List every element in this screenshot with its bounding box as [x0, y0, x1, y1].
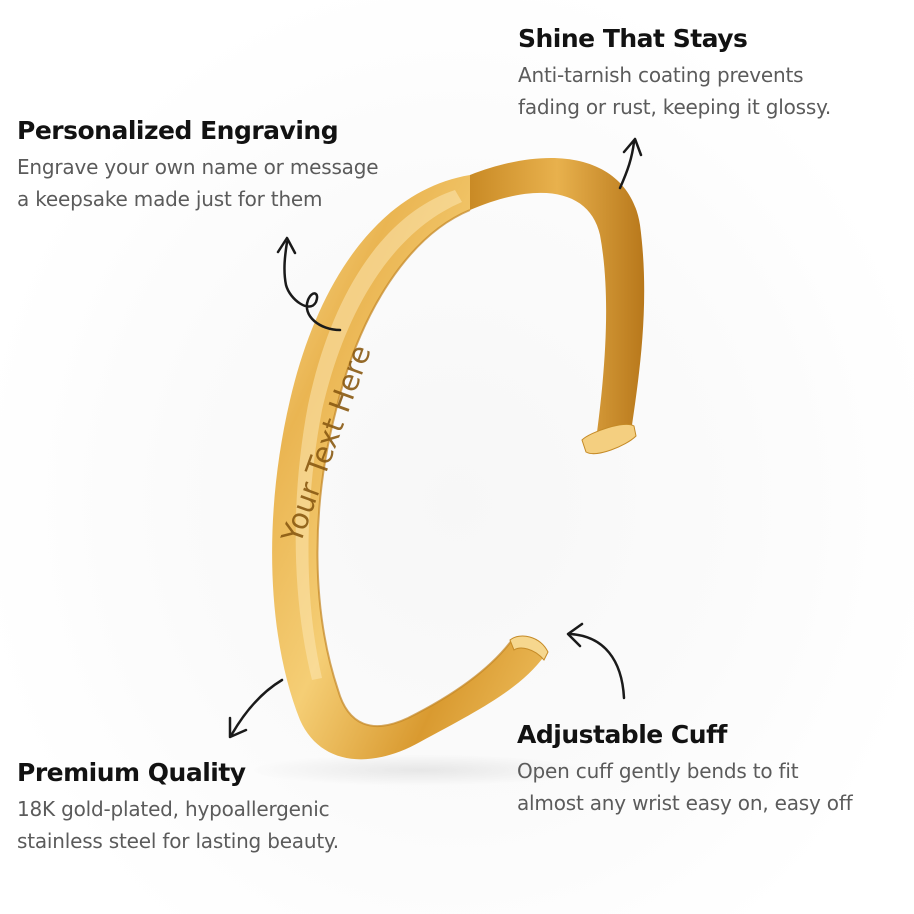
feature-title: Shine That Stays — [518, 24, 748, 53]
arrow-up-icon — [618, 137, 643, 190]
feature-adjustable-cuff: Adjustable Cuff Open cuff gently bends t… — [517, 720, 853, 819]
feature-description: 18K gold-plated, hypoallergenic stainles… — [17, 797, 339, 853]
feature-premium-quality: Premium Quality 18K gold-plated, hypoall… — [17, 758, 339, 857]
bracelet-end-top — [581, 424, 637, 454]
bracelet-highlight — [295, 190, 462, 680]
bracelet-end-bottom — [509, 635, 549, 661]
feature-description: Engrave your own name or message a keeps… — [17, 155, 379, 211]
feature-title: Premium Quality — [17, 758, 246, 787]
arrow-up-loop-icon — [276, 236, 342, 332]
bracelet-shadow — [250, 754, 590, 786]
bracelet-inner-band — [470, 157, 645, 440]
arrow-curved-left-icon — [566, 622, 626, 700]
feature-title: Personalized Engraving — [17, 116, 339, 145]
feature-description: Anti-tarnish coating prevents fading or … — [518, 63, 832, 119]
arrow-down-left-icon — [228, 678, 284, 739]
feature-personalized-engraving: Personalized Engraving Engrave your own … — [17, 116, 379, 215]
bracelet-edge — [316, 209, 513, 727]
feature-description: Open cuff gently bends to fit almost any… — [517, 759, 853, 815]
feature-title: Adjustable Cuff — [517, 720, 727, 749]
feature-shine-that-stays: Shine That Stays Anti-tarnish coating pr… — [518, 24, 831, 123]
